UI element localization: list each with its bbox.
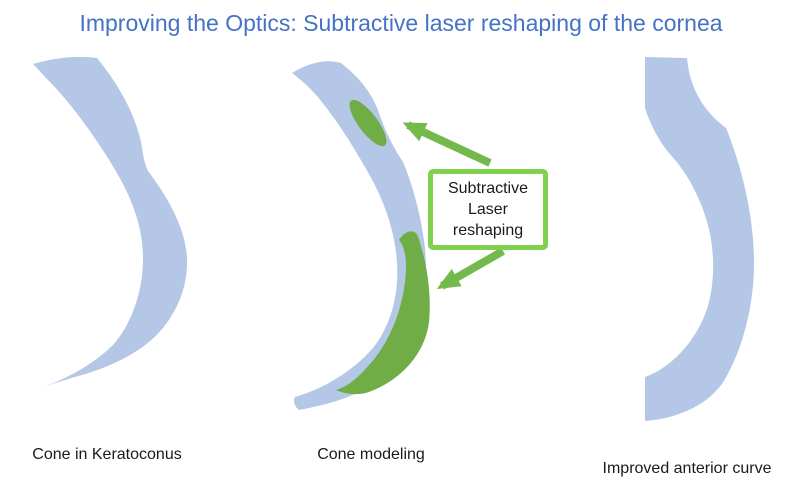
- ablation-zone-lower: [336, 231, 430, 395]
- callout-line-1: Subtractive: [447, 180, 529, 197]
- cornea-middle-modeling-shape: [292, 61, 426, 410]
- cornea-right-improved-shape: [645, 57, 755, 421]
- arrow-to-lower-ablation-icon: [436, 247, 505, 290]
- caption-cone-in-keratoconus: Cone in Keratoconus: [32, 446, 182, 463]
- slide-title: Improving the Optics: Subtractive laser …: [79, 10, 723, 36]
- callout-line-3: reshaping: [452, 222, 524, 239]
- caption-improved-anterior-curve: Improved anterior curve: [602, 460, 772, 477]
- callout-line-2: Laser: [467, 201, 509, 218]
- caption-cone-modeling: Cone modeling: [317, 446, 425, 463]
- cornea-left-keratoconus-shape: [33, 56, 188, 390]
- ablation-zone-upper: [349, 99, 387, 147]
- arrow-to-upper-ablation-icon: [402, 121, 492, 167]
- callout-box: Subtractive Laser reshaping: [428, 169, 548, 250]
